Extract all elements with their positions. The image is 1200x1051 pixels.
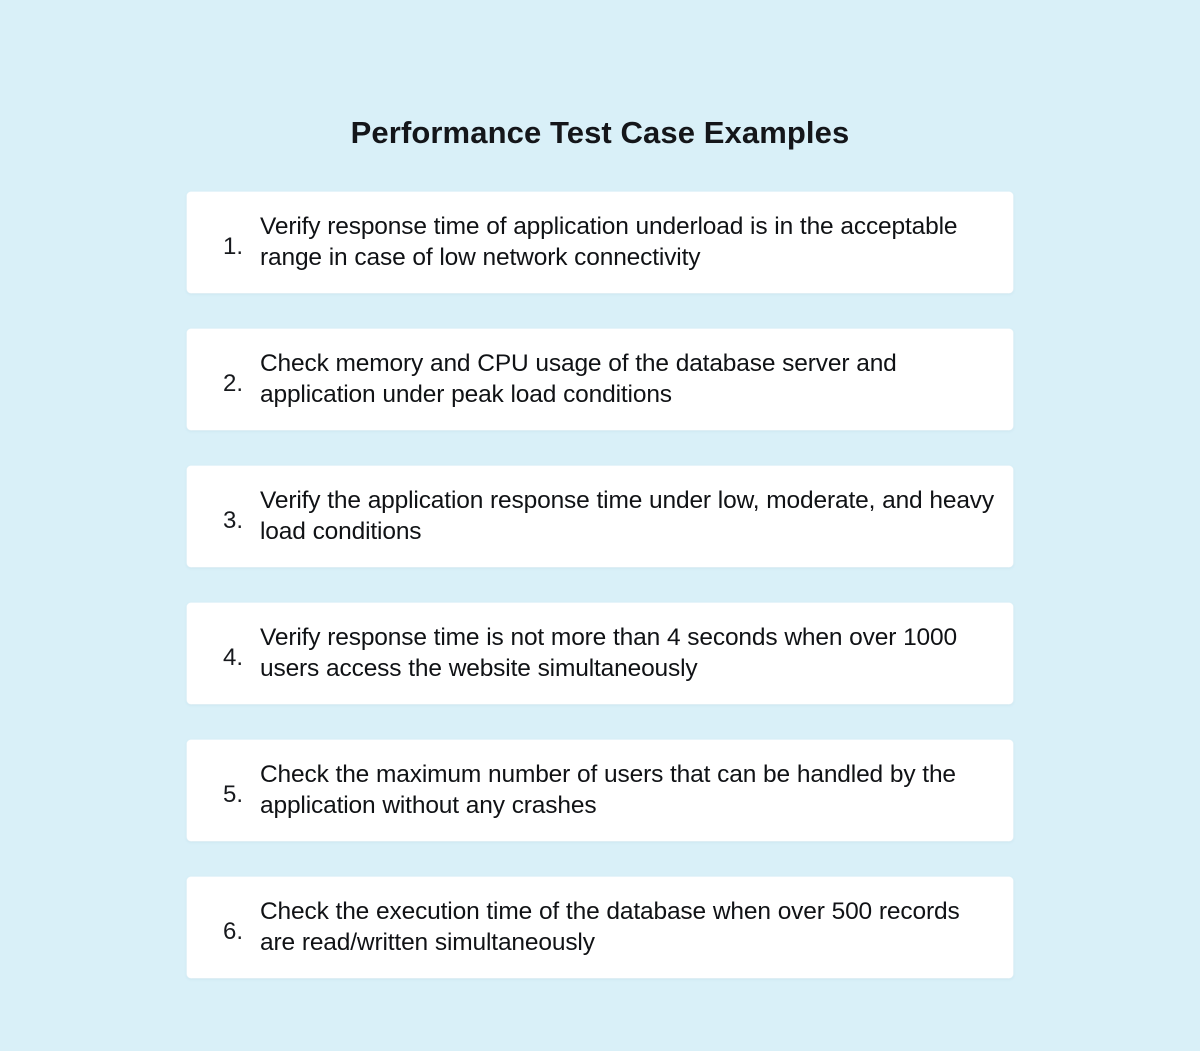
list-item-text: Verify the application response time und… bbox=[260, 486, 994, 545]
list-item-number: 1. bbox=[222, 233, 243, 260]
list-item-number: 3. bbox=[222, 507, 243, 534]
list-item-number: 5. bbox=[222, 781, 243, 808]
list-item-text: Verify response time is not more than 4 … bbox=[260, 623, 957, 682]
list-item: 1. Verify response time of application u… bbox=[187, 192, 1013, 293]
list-item-number: 6. bbox=[222, 918, 243, 945]
list-item-text: Verify response time of application unde… bbox=[260, 212, 958, 271]
list-item: 4. Verify response time is not more than… bbox=[187, 603, 1013, 704]
list-item-text: Check the maximum number of users that c… bbox=[260, 760, 956, 819]
list-item-number: 2. bbox=[222, 370, 243, 397]
list-item: 5. Check the maximum number of users tha… bbox=[187, 740, 1013, 841]
page-title: Performance Test Case Examples bbox=[350, 114, 850, 150]
list-item: 3. Verify the application response time … bbox=[187, 466, 1013, 567]
list-item-number: 4. bbox=[222, 644, 243, 671]
list-item: 2. Check memory and CPU usage of the dat… bbox=[187, 329, 1013, 430]
list-item: 6. Check the execution time of the datab… bbox=[187, 877, 1013, 978]
test-case-list: 1. Verify response time of application u… bbox=[187, 192, 1013, 978]
list-item-text: Check memory and CPU usage of the databa… bbox=[260, 349, 897, 408]
list-item-text: Check the execution time of the database… bbox=[260, 897, 960, 956]
